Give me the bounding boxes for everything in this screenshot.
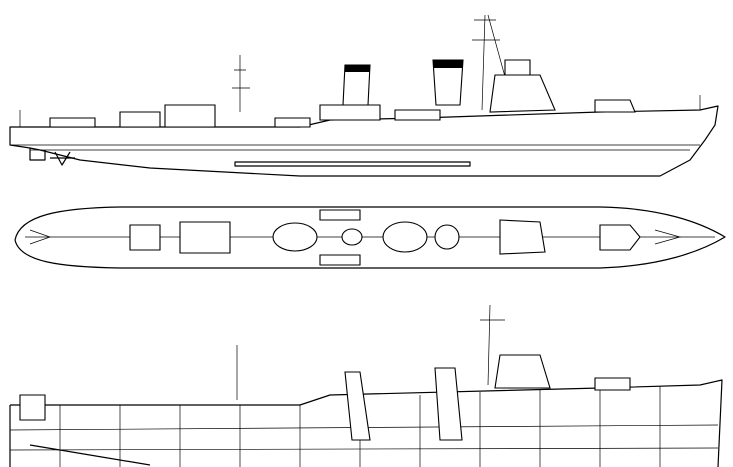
plan-bridge [499, 219, 546, 255]
inboard-funnel-aft [344, 371, 371, 441]
aft-superstructure [164, 104, 216, 128]
inboard-shaft [29, 444, 151, 466]
inboard-profile-view [9, 304, 723, 467]
inboard-aft-turret [19, 394, 46, 421]
bridge-top [504, 59, 531, 76]
plan-torpedo-upper [319, 209, 361, 221]
midship-house [319, 104, 381, 121]
inboard-bridge [494, 354, 551, 389]
plan-funnel-fore [382, 221, 428, 253]
plan-aft-turret [129, 224, 161, 251]
forward-turret [594, 99, 636, 113]
aft-turret-1 [49, 117, 96, 128]
propeller [50, 151, 75, 166]
funnel-fore-cap [433, 60, 463, 68]
inboard-fore-mast [480, 304, 505, 386]
funnel-aft-cap [345, 65, 370, 72]
aft-turret-2 [119, 111, 161, 128]
jackstaff [19, 95, 701, 127]
bridge [489, 74, 556, 113]
inboard-fwd-turret [594, 377, 631, 391]
fore-mast [472, 14, 511, 111]
torpedo-mount-mid [394, 109, 441, 121]
inboard-funnel-fore [434, 367, 463, 441]
inboard-decks [9, 447, 719, 451]
plan-funnel-aft [272, 222, 318, 252]
plan-anchor-gear [29, 229, 682, 245]
plan-fwd-turret [599, 224, 641, 251]
bulkheads [59, 386, 661, 467]
plan-mid-mount [341, 228, 363, 246]
torpedo-mount-aft [274, 117, 311, 128]
plan-aft-house [179, 221, 231, 254]
plan-view [14, 206, 726, 269]
rudder [29, 148, 46, 161]
plan-director [434, 224, 460, 250]
aft-mast [232, 55, 250, 112]
deck-outline [14, 206, 726, 269]
side-profile-view [9, 14, 719, 177]
plan-torpedo-lower [319, 254, 361, 266]
bilge-keel [234, 161, 471, 167]
